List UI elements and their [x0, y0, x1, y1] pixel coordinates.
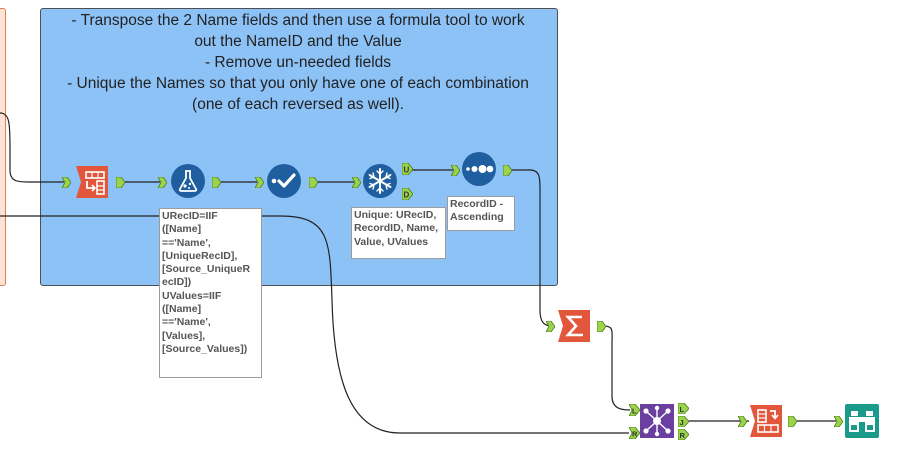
sort-annotation: RecordID - Ascending [447, 196, 515, 231]
browse-input-anchor[interactable] [834, 416, 843, 427]
sort-tool[interactable] [461, 151, 496, 186]
annotation-line: =='Name', [162, 236, 211, 249]
select-tool[interactable] [266, 163, 301, 198]
join-r-output-anchor[interactable]: R [678, 429, 689, 440]
crosstab-input-anchor[interactable] [738, 416, 747, 427]
unique-tool[interactable] [362, 163, 397, 198]
annotation-line: ecID]) [162, 276, 192, 289]
annotation-line: UValues=IIF [162, 289, 222, 302]
annotation-line: Value, UValues [354, 235, 429, 248]
join-r-input-anchor[interactable]: R [629, 427, 640, 439]
comment-line-5: (one of each reversed as well). [192, 96, 404, 113]
join-l-out-label: L [680, 405, 685, 414]
transpose-tool[interactable] [74, 164, 108, 198]
annotation-line: RecordID - [450, 198, 504, 210]
join-icon [640, 404, 674, 438]
unique-d-output-anchor[interactable]: D [402, 188, 413, 200]
crosstab-tool[interactable] [748, 403, 782, 437]
summarize-input-anchor[interactable] [546, 321, 555, 332]
join-j-out-label: J [680, 418, 684, 427]
unique-annotation: Unique: URecID, RecordID, Name, Value, U… [351, 207, 446, 259]
annotation-line: [Source_Values]) [162, 342, 248, 355]
annotation-line: ([Name] [162, 303, 202, 316]
unique-input-anchor[interactable] [352, 177, 361, 188]
formula-tool[interactable] [170, 163, 205, 198]
unique-u-output-anchor[interactable]: U [402, 163, 413, 175]
formula-output-anchor[interactable] [212, 177, 221, 188]
summarize-output-anchor[interactable] [597, 321, 606, 332]
transpose-input-anchor[interactable] [62, 177, 71, 188]
select-output-anchor[interactable] [309, 177, 318, 188]
comment-line-2: out the NameID and the Value [194, 33, 402, 50]
annotation-line: Ascending [450, 211, 504, 224]
annotation-line: =='Name', [162, 316, 211, 329]
annotation-line: ([Name] [162, 223, 202, 236]
unique-d-label: D [404, 191, 410, 200]
join-l-output-anchor[interactable]: L [678, 403, 689, 414]
select-check-icon [267, 164, 301, 198]
annotation-line: [Source_UniqueR [162, 263, 251, 276]
join-r-out-label: R [680, 431, 686, 440]
browse-tool[interactable] [844, 403, 879, 438]
select-input-anchor[interactable] [255, 177, 264, 188]
unique-snowflake-icon [363, 164, 397, 198]
join-tool[interactable] [639, 403, 674, 438]
formula-annotation: URecID=IIF ([Name] =='Name', [UniqueRecI… [159, 208, 262, 378]
summarize-sigma-icon [558, 310, 590, 342]
comment-line-3: - Remove un-needed fields [204, 54, 392, 71]
join-r-in-label: R [632, 430, 638, 439]
crosstab-output-anchor[interactable] [788, 416, 797, 427]
annotation-line: [Values], [162, 329, 206, 342]
comment-line-4: - Unique the Names so that you only have… [67, 75, 529, 92]
annotation-line: Unique: URecID, [354, 209, 437, 221]
unique-u-label: U [404, 166, 410, 175]
join-l-in-label: L [632, 407, 637, 416]
annotation-line: [UniqueRecID], [162, 249, 238, 262]
summarize-tool[interactable] [556, 308, 590, 342]
formula-input-anchor[interactable] [158, 177, 167, 188]
sort-output-anchor[interactable] [503, 165, 512, 176]
annotation-line: URecID=IIF [162, 210, 218, 222]
join-l-input-anchor[interactable]: L [629, 404, 640, 416]
formula-flask-icon [171, 164, 205, 198]
transpose-icon [76, 166, 108, 198]
partial-container-left[interactable] [0, 8, 6, 286]
transpose-output-anchor[interactable] [116, 177, 125, 188]
join-j-output-anchor[interactable]: J [678, 416, 689, 427]
sort-dots-icon [462, 152, 496, 186]
crosstab-icon [750, 405, 782, 437]
sort-input-anchor[interactable] [451, 165, 460, 176]
connection-summarize-to-join [603, 325, 631, 411]
comment-line-1: - Transpose the 2 Name fields and then u… [71, 12, 525, 29]
annotation-line: RecordID, Name, [354, 222, 439, 235]
comment-box[interactable]: - Transpose the 2 Name fields and then u… [40, 10, 556, 115]
browse-binoculars-icon [845, 404, 879, 438]
